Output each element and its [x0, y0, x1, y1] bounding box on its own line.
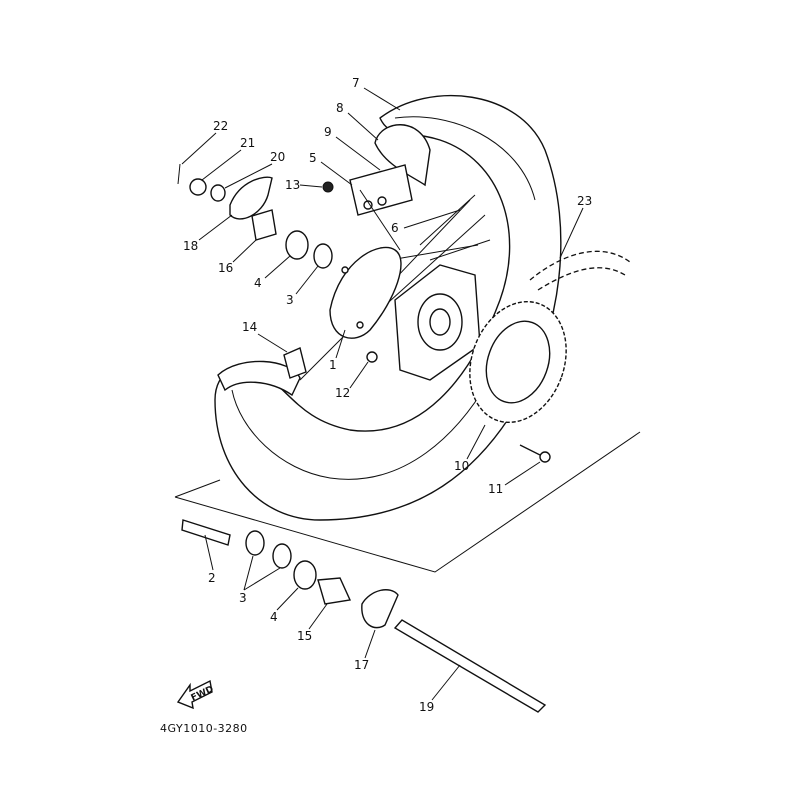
- callout-labels: 22 21 20 7 8 9 5 13 6 23 18 16 4 3 14 1 …: [183, 76, 592, 714]
- callout-5: 5: [309, 151, 317, 165]
- chain-lower: [537, 267, 626, 291]
- collar-15: [317, 577, 352, 605]
- callout-2: 2: [208, 571, 216, 585]
- callout-17: 17: [354, 658, 369, 672]
- callout-20: 20: [270, 150, 285, 164]
- nut-13: [322, 181, 334, 193]
- diagram-code: 4GY1010-3280: [160, 722, 248, 735]
- dashed-guide: [174, 431, 641, 573]
- callout-11: 11: [488, 482, 503, 496]
- oil-seal-4-upper: [285, 230, 309, 260]
- callout-19: 19: [419, 700, 434, 714]
- bearing-3-upper: [313, 243, 333, 269]
- callout-1: 1: [329, 358, 337, 372]
- rim-tape: [217, 360, 301, 397]
- callout-6: 6: [391, 221, 399, 235]
- tire: [214, 94, 562, 521]
- callout-16: 16: [218, 261, 233, 275]
- rim-lock: [283, 164, 413, 379]
- oil-seal-4-lower: [293, 560, 317, 590]
- bearing-3a: [245, 530, 265, 556]
- callout-15: 15: [297, 629, 312, 643]
- spokes: [299, 189, 491, 381]
- callout-21: 21: [240, 136, 255, 150]
- callout-4-lower: 4: [270, 610, 278, 624]
- sprocket: [469, 300, 567, 424]
- leader-lines: [181, 87, 584, 701]
- chain-puller-17: [361, 589, 399, 629]
- collar-16: [251, 209, 277, 241]
- callout-12: 12: [335, 386, 350, 400]
- callout-13: 13: [285, 178, 300, 192]
- callout-23: 23: [577, 194, 592, 208]
- hub: [394, 264, 481, 381]
- callout-3-lower: 3: [239, 591, 247, 605]
- callout-14: 14: [242, 320, 257, 334]
- callout-22: 22: [213, 119, 228, 133]
- chain-puller-18: [229, 176, 273, 220]
- callout-3: 3: [286, 293, 294, 307]
- spacer-2: [181, 519, 231, 546]
- cotter-pin: [177, 163, 181, 185]
- callout-7: 7: [352, 76, 360, 90]
- washer-20: [210, 184, 226, 202]
- callout-4: 4: [254, 276, 262, 290]
- tube: [374, 124, 431, 187]
- nut-12: [366, 351, 378, 363]
- disc-plate: [329, 246, 402, 339]
- fwd-arrow-icon: FWD: [176, 679, 215, 710]
- callout-9: 9: [324, 125, 332, 139]
- chain: [529, 250, 631, 281]
- callout-8: 8: [336, 101, 344, 115]
- bearing-3b: [272, 543, 292, 569]
- callout-18: 18: [183, 239, 198, 253]
- axle-19: [393, 619, 547, 713]
- sprocket-bolt: [519, 444, 551, 463]
- callout-10: 10: [454, 459, 469, 473]
- axle-nut: [189, 178, 207, 196]
